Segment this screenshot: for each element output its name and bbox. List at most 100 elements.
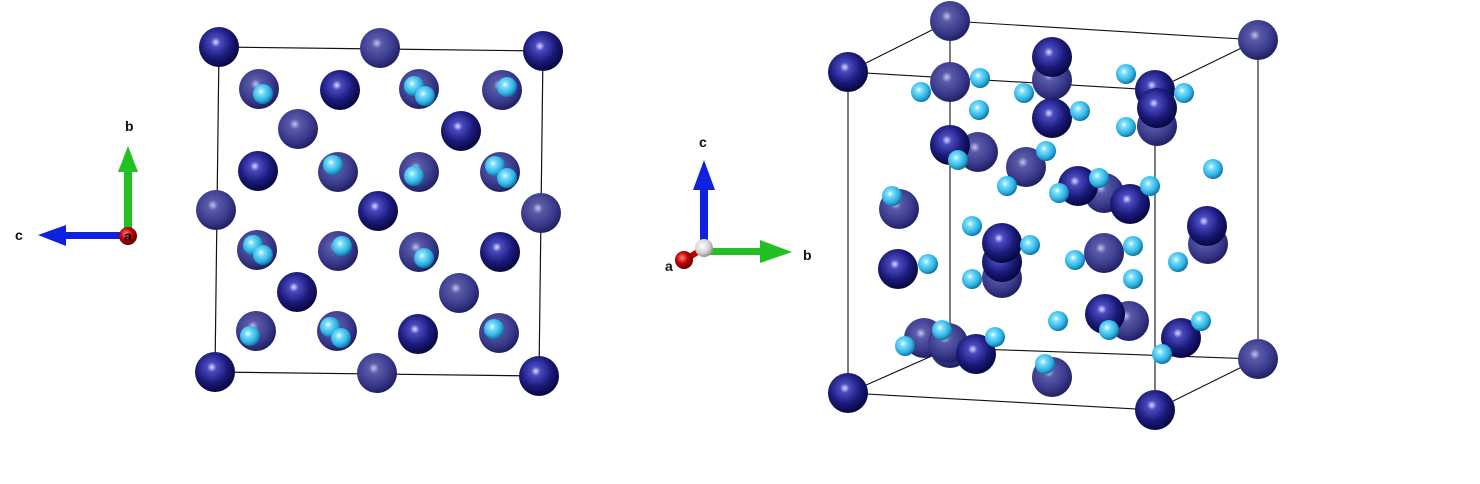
right-large-atom [828, 373, 868, 413]
right-a-axis-endpoint [675, 251, 693, 269]
right-small-atom [1014, 83, 1034, 103]
right-small-atom [1123, 236, 1143, 256]
right-small-atom [1020, 235, 1040, 255]
left-large-atom [277, 272, 317, 312]
right-large-atom [1032, 98, 1072, 138]
right-small-atom [1123, 269, 1143, 289]
left-large-atom [398, 314, 438, 354]
left-large-atom [358, 191, 398, 231]
right-small-atom [1049, 183, 1069, 203]
left-small-atom [414, 248, 434, 268]
left-large-atom [199, 27, 239, 67]
right-large-atom [930, 1, 970, 41]
left-small-atom [240, 326, 260, 346]
right-large-atom [1137, 88, 1177, 128]
left-small-atom [404, 166, 424, 186]
right-small-atom [895, 336, 915, 356]
right-large-atom [1238, 20, 1278, 60]
right-small-atom [962, 269, 982, 289]
right-b-axis-shaft [706, 248, 764, 255]
right-small-atom [1116, 117, 1136, 137]
right-small-atom [962, 216, 982, 236]
right-small-atom [948, 150, 968, 170]
left-small-atom [332, 236, 352, 256]
left-small-atom [323, 155, 343, 175]
right-large-atom [1084, 233, 1124, 273]
left-large-atom [439, 273, 479, 313]
right-small-atom [1070, 101, 1090, 121]
left-large-atom [360, 28, 400, 68]
left-view: b c a [15, 27, 563, 396]
right-large-atom [1006, 147, 1046, 187]
right-axis-triad: c b a [665, 134, 812, 274]
right-small-atom [1191, 311, 1211, 331]
right-small-atom [882, 186, 902, 206]
right-small-atom [1168, 252, 1188, 272]
right-small-atom [918, 254, 938, 274]
left-large-atom [480, 232, 520, 272]
left-a-axis-endpoint [119, 227, 137, 245]
right-large-atom [1032, 37, 1072, 77]
left-large-atom [519, 356, 559, 396]
right-view: c b a [665, 1, 1278, 430]
left-large-atom [521, 193, 561, 233]
right-large-atom [1161, 318, 1201, 358]
right-large-atom [930, 62, 970, 102]
left-b-axis-label: b [125, 118, 134, 134]
left-axis-triad: b c a [15, 118, 138, 246]
right-small-atom [969, 100, 989, 120]
right-c-axis-shaft [700, 188, 708, 244]
left-large-atom [320, 70, 360, 110]
left-atoms [195, 27, 563, 396]
right-small-atom [1089, 168, 1109, 188]
right-b-axis-arrowhead [760, 240, 792, 263]
right-small-atom [1065, 250, 1085, 270]
left-large-atom [523, 31, 563, 71]
right-small-atom [1048, 311, 1068, 331]
right-large-atom [1110, 184, 1150, 224]
left-c-axis-shaft [62, 232, 126, 239]
right-small-atom [1099, 320, 1119, 340]
left-small-atom [484, 319, 504, 339]
left-small-atom [497, 168, 517, 188]
right-small-atom [932, 320, 952, 340]
right-small-atom [1035, 354, 1055, 374]
right-b-axis-label: b [803, 247, 812, 263]
right-large-atom [1187, 206, 1227, 246]
right-c-axis-arrowhead [693, 160, 715, 190]
right-atoms [828, 1, 1278, 430]
left-b-axis-shaft [124, 170, 132, 234]
left-large-atom [278, 109, 318, 149]
right-c-axis-label: c [699, 134, 707, 150]
left-large-atom [357, 353, 397, 393]
right-small-atom [970, 68, 990, 88]
left-c-axis-arrowhead [38, 225, 66, 246]
right-small-atom [1174, 83, 1194, 103]
right-small-atom [1140, 176, 1160, 196]
right-small-atom [911, 82, 931, 102]
right-small-atom [1203, 159, 1223, 179]
right-large-atom [1238, 339, 1278, 379]
left-small-atom [497, 77, 517, 97]
left-small-atom [331, 328, 351, 348]
right-origin-sphere [695, 239, 713, 257]
right-small-atom [1116, 64, 1136, 84]
right-large-atom [828, 52, 868, 92]
left-small-atom [415, 86, 435, 106]
right-small-atom [1152, 344, 1172, 364]
left-large-atom [195, 352, 235, 392]
right-a-axis-label: a [665, 258, 673, 274]
left-small-atom [253, 84, 273, 104]
right-small-atom [997, 176, 1017, 196]
right-large-atom [878, 249, 918, 289]
right-small-atom [1036, 141, 1056, 161]
right-large-atom [982, 223, 1022, 263]
left-b-axis-arrowhead [118, 146, 138, 172]
left-large-atom [441, 111, 481, 151]
right-large-atom [1135, 390, 1175, 430]
right-small-atom [985, 327, 1005, 347]
left-large-atom [238, 151, 278, 191]
left-a-axis-label: a [124, 228, 132, 244]
left-c-axis-label: c [15, 227, 23, 243]
